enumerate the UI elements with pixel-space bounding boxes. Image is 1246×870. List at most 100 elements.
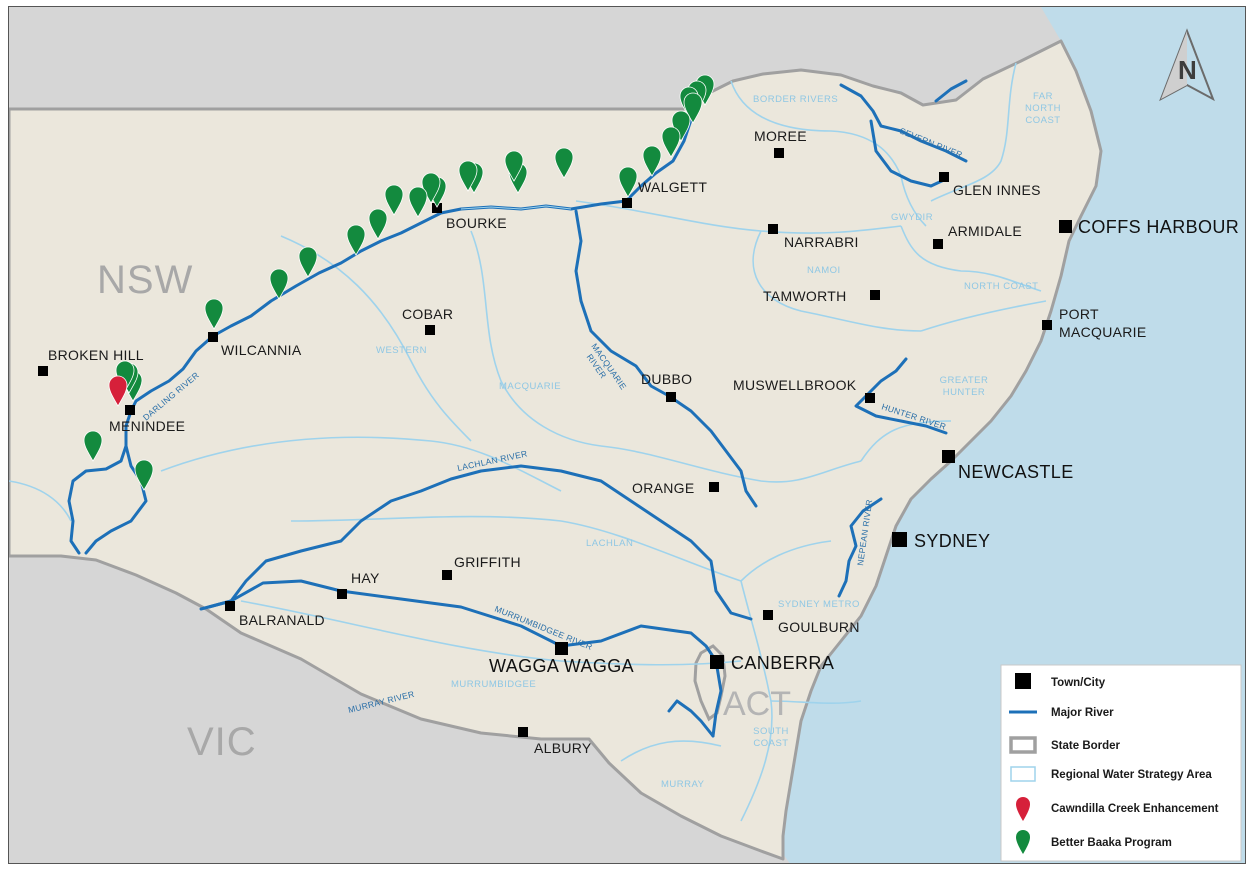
legend-item-state-border: State Border	[1009, 736, 1121, 754]
better-baaka-pins	[83, 74, 715, 491]
city-canberra[interactable]: CANBERRA	[710, 653, 834, 673]
town-broken-hill[interactable]: BROKEN HILL	[38, 347, 144, 376]
town-walgett[interactable]: WALGETT	[622, 179, 707, 208]
city-coffs-harbour[interactable]: COFFS HARBOUR	[1059, 217, 1239, 237]
town-griffith[interactable]: GRIFFITH	[442, 554, 521, 580]
town-narrabri[interactable]: NARRABRI	[768, 224, 859, 250]
region-lachlan: LACHLAN	[586, 538, 633, 549]
region-sydney-metro: SYDNEY METRO	[778, 599, 860, 610]
svg-text:HAY: HAY	[351, 570, 380, 586]
northern-creek	[934, 79, 968, 103]
svg-text:BALRANALD: BALRANALD	[239, 612, 325, 628]
town-bourke[interactable]: BOURKE	[432, 203, 507, 231]
svg-text:MUSWELLBROOK: MUSWELLBROOK	[733, 377, 857, 393]
town-glen-innes[interactable]: GLEN INNES	[939, 172, 1041, 198]
region-murray: MURRAY	[661, 779, 705, 790]
svg-text:ARMIDALE: ARMIDALE	[948, 223, 1022, 239]
svg-text:N: N	[1178, 55, 1197, 85]
better-baaka-pin-icon[interactable]	[269, 268, 289, 300]
svg-text:Regional Water Strategy Area: Regional Water Strategy Area	[1051, 769, 1212, 781]
better-baaka-pin-icon[interactable]	[408, 186, 428, 218]
town-balranald[interactable]: BALRANALD	[225, 601, 325, 628]
menindee-branch	[84, 444, 148, 555]
better-baaka-pin-icon[interactable]	[661, 126, 681, 158]
svg-text:BROKEN HILL: BROKEN HILL	[48, 347, 144, 363]
better-baaka-pin-icon[interactable]	[554, 147, 574, 179]
town-tamworth[interactable]: TAMWORTH	[763, 288, 880, 304]
town-armidale[interactable]: ARMIDALE	[933, 223, 1022, 249]
cawndilla-creek-pin-icon[interactable]	[108, 375, 128, 407]
svg-text:CANBERRA: CANBERRA	[731, 653, 834, 673]
region-gwydir: GWYDIR	[891, 212, 933, 223]
legend-box	[1000, 664, 1242, 862]
darling-river-highlight	[460, 205, 572, 210]
state-label-act: ACT	[723, 685, 791, 723]
queensland-area	[9, 7, 1061, 109]
hunter-river	[854, 357, 948, 435]
svg-text:SYDNEY: SYDNEY	[914, 531, 990, 551]
svg-text:TAMWORTH: TAMWORTH	[763, 288, 847, 304]
state-label-nsw: NSW	[97, 258, 193, 302]
town-menindee[interactable]: MENINDEE	[109, 405, 185, 434]
better-baaka-pin-icon[interactable]	[368, 208, 388, 240]
svg-text:MOREE: MOREE	[754, 128, 807, 144]
town-moree[interactable]: MOREE	[754, 128, 807, 158]
region-namoi: NAMOI	[807, 265, 841, 276]
better-baaka-pin-icon[interactable]	[134, 459, 154, 491]
town-wilcannia[interactable]: WILCANNIA	[208, 332, 302, 358]
town-dubbo[interactable]: DUBBO	[641, 371, 692, 402]
legend-item-cawndilla-creek: Cawndilla Creek Enhancement	[1016, 797, 1219, 821]
better-baaka-pin-icon[interactable]	[83, 430, 103, 462]
legend-item-better-baaka: Better Baaka Program	[1016, 830, 1172, 854]
svg-text:COBAR: COBAR	[402, 306, 453, 322]
svg-text:MENINDEE: MENINDEE	[109, 418, 185, 434]
town-cobar[interactable]: COBAR	[402, 306, 453, 335]
svg-text:Better Baaka Program: Better Baaka Program	[1051, 837, 1172, 849]
city-newcastle[interactable]: NEWCASTLE	[942, 450, 1074, 482]
svg-text:WALGETT: WALGETT	[638, 179, 707, 195]
regional-water-strategy-borders	[9, 62, 1047, 822]
svg-text:Town/City: Town/City	[1051, 677, 1106, 689]
town-hay[interactable]: HAY	[337, 570, 380, 599]
better-baaka-pin-icon[interactable]	[642, 145, 662, 177]
green-map-pin-icon	[1016, 830, 1030, 854]
city-wagga-wagga[interactable]: WAGGA WAGGA	[489, 642, 634, 676]
darling-river	[67, 109, 696, 555]
legend-item-regional-water-strategy-area: Regional Water Strategy Area	[1010, 766, 1212, 782]
better-baaka-pin-icon[interactable]	[384, 184, 404, 216]
region-western: WESTERN	[376, 345, 427, 356]
state-label-vic: VIC	[187, 720, 257, 764]
murrumbidgee-upper	[667, 699, 715, 738]
better-baaka-pin-icon[interactable]	[618, 166, 638, 198]
better-baaka-pin-icon[interactable]	[671, 110, 691, 142]
better-baaka-pin-icon[interactable]	[458, 160, 478, 192]
town-albury[interactable]: ALBURY	[518, 727, 592, 756]
town-orange[interactable]: ORANGE	[632, 480, 719, 496]
legend-item-major-river: Major River	[1009, 707, 1114, 719]
svg-text:BOURKE: BOURKE	[446, 215, 507, 231]
svg-text:DUBBO: DUBBO	[641, 371, 692, 387]
town-goulburn[interactable]: GOULBURN	[763, 610, 860, 635]
better-baaka-pin-icon[interactable]	[298, 246, 318, 278]
legend: Town/City Major River State Border Regio…	[1000, 664, 1242, 862]
svg-text:GLEN INNES: GLEN INNES	[953, 182, 1041, 198]
town-muswellbrook[interactable]: MUSWELLBROOK	[733, 377, 875, 403]
town-markers: MOREE GLEN INNES WALGETT BOURKE NARRABRI…	[38, 128, 1147, 756]
better-baaka-pin-icon[interactable]	[683, 92, 703, 124]
city-sydney[interactable]: SYDNEY	[892, 531, 990, 551]
nepean-river	[837, 497, 883, 598]
cawndilla-creek-pins	[108, 375, 128, 407]
better-baaka-pin-icon[interactable]	[504, 150, 524, 182]
better-baaka-pin-icon[interactable]	[346, 224, 366, 256]
svg-text:Cawndilla Creek Enhancement: Cawndilla Creek Enhancement	[1051, 803, 1219, 815]
severn-river	[839, 83, 968, 163]
city-markers: COFFS HARBOUR NEWCASTLE SYDNEY CANBERRA …	[489, 217, 1239, 676]
better-baaka-pin-icon[interactable]	[204, 298, 224, 330]
region-murrumbidgee: MURRUMBIDGEE	[451, 679, 536, 690]
